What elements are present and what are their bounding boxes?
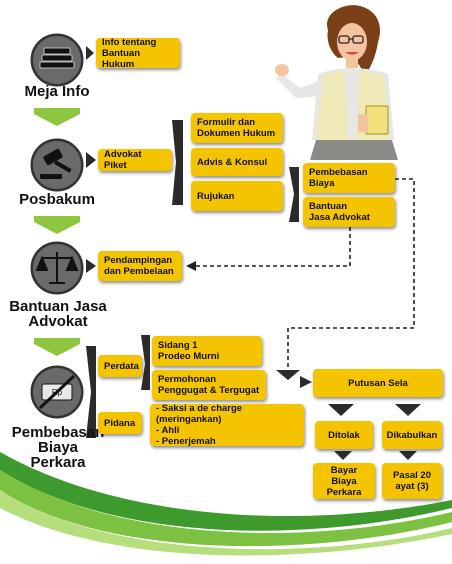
permohonan-box: Permohonan Penggugat & Tergugat <box>152 370 266 400</box>
bantuan-jasa-box: Bantuan Jasa Advokat <box>303 197 395 227</box>
formulir-box: Formulir dan Dokumen Hukum <box>191 113 283 143</box>
stage-arrow-3 <box>34 338 80 356</box>
stage-arrow-1 <box>34 108 80 126</box>
saksi-box: - Saksi a de charge (meringankan) - Ahli… <box>150 403 304 447</box>
stage-label-posbakum: Posbakum <box>19 191 95 208</box>
sidang-box: Sidang 1 Prodeo Murni <box>152 336 262 366</box>
dashed-connectors <box>190 178 415 368</box>
bayar-biaya-box: Bayar Biaya Perkara <box>313 463 375 499</box>
dikabulkan-box: Dikabulkan <box>382 421 442 449</box>
info-box: Info tentang Bantuan Hukum <box>96 37 180 70</box>
putusan-sela-box: Putusan Sela <box>313 369 443 397</box>
pasal-box: Pasal 20 ayat (3) <box>382 463 442 499</box>
connector-arrows <box>86 46 421 460</box>
advis-box: Advis & Konsul <box>191 148 283 176</box>
rujukan-box: Rujukan <box>191 181 283 211</box>
perdata-box: Perdata <box>98 355 142 377</box>
stage-label-bantuan-jasa-advokat: Bantuan Jasa Advokat <box>9 298 107 330</box>
book-stack-icon <box>39 47 75 69</box>
gavel-icon <box>40 148 72 179</box>
pembebasan-biaya-box: Pembebasan Biaya <box>303 163 395 193</box>
green-swoosh <box>0 452 452 556</box>
stage-arrow-2 <box>34 216 80 234</box>
stage-label-meja-info: Meja Info <box>24 83 90 100</box>
ditolak-box: Ditolak <box>315 421 373 449</box>
pidana-box: Pidana <box>98 412 142 434</box>
presenter-illustration <box>275 5 398 160</box>
stage-label-pembebasan-biaya-perkara: Pembebasan Biaya Perkara <box>11 424 105 471</box>
scales-icon <box>35 252 79 284</box>
dashed-arrowhead <box>186 261 196 271</box>
stage-arrows <box>34 108 80 356</box>
no-money-icon: Rp <box>38 374 76 410</box>
advokat-piket-box: Advokat Piket <box>98 149 172 171</box>
pendampingan-box: Pendampingan dan Pembelaan <box>98 251 182 281</box>
